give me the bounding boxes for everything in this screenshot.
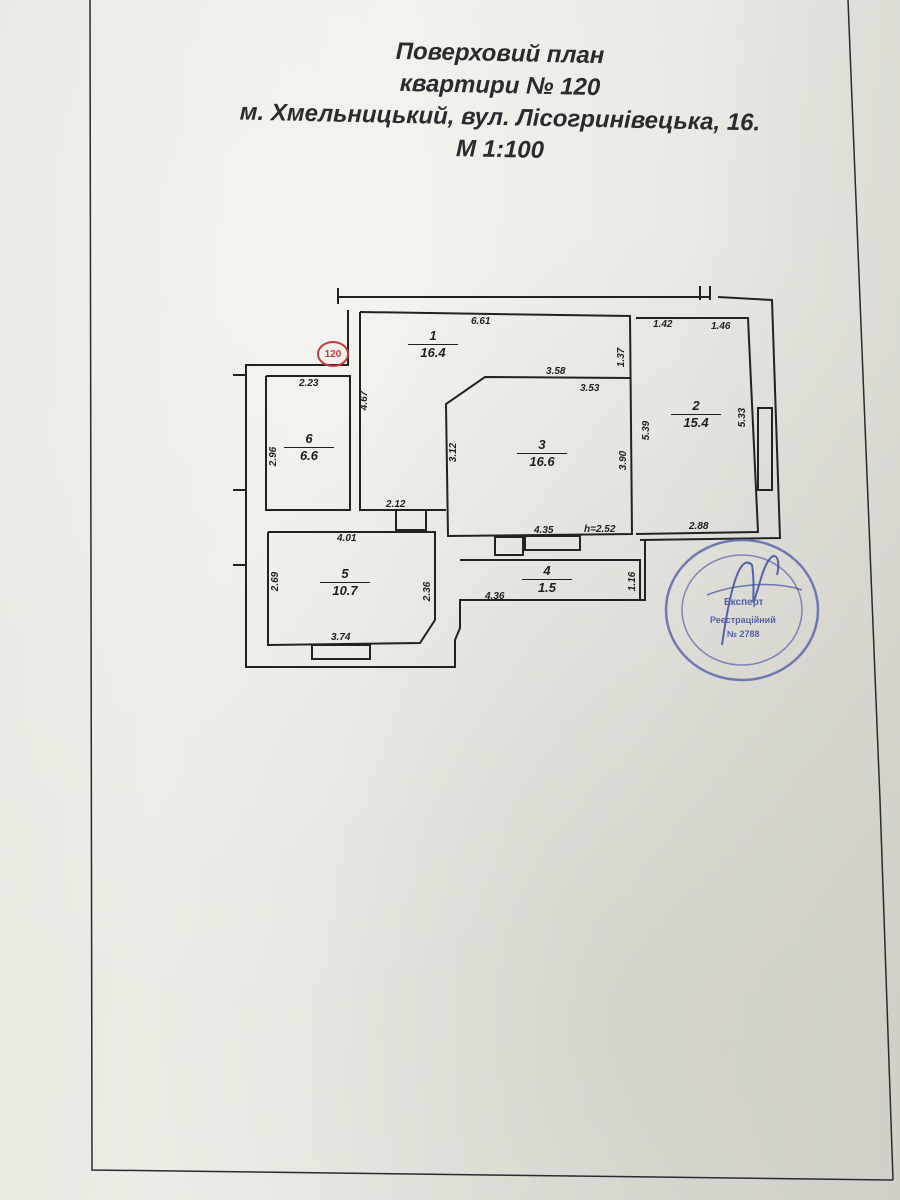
room-1-area: 16.4 bbox=[408, 344, 458, 360]
room-4-number: 4 bbox=[543, 563, 551, 578]
room-5-number: 5 bbox=[341, 566, 349, 581]
dim-2-23: 2.23 bbox=[299, 378, 319, 389]
dim-4-67: 4.67 bbox=[359, 390, 371, 411]
room-1-number: 1 bbox=[429, 328, 437, 343]
dim-1-46: 1.46 bbox=[711, 321, 731, 332]
dim-4-01: 4.01 bbox=[337, 533, 357, 544]
stamp-seal-graphic bbox=[664, 538, 820, 682]
dim-3-74: 3.74 bbox=[331, 632, 351, 643]
dim-ceiling-height: h=2.52 bbox=[584, 524, 616, 535]
room-3-area: 16.6 bbox=[517, 453, 567, 469]
dim-2-69: 2.69 bbox=[270, 571, 282, 592]
dim-2-88: 2.88 bbox=[689, 521, 709, 532]
room-5-area: 10.7 bbox=[320, 582, 370, 598]
stamp-registration-label: Реєстраційний bbox=[710, 615, 776, 625]
apartment-number-badge: 120 bbox=[317, 341, 349, 367]
dim-2-96: 2.96 bbox=[268, 446, 280, 467]
dim-2-12: 2.12 bbox=[386, 499, 406, 510]
dim-1-37: 1.37 bbox=[616, 347, 628, 368]
stamp-number-label: № 2788 bbox=[727, 629, 760, 639]
stamp-expert-label: Експерт bbox=[724, 597, 764, 608]
dim-1-16: 1.16 bbox=[627, 571, 639, 592]
room-3-number: 3 bbox=[538, 437, 546, 452]
room-2-area: 15.4 bbox=[671, 414, 721, 430]
room-2-number: 2 bbox=[692, 398, 700, 413]
dim-3-58: 3.58 bbox=[546, 366, 566, 377]
dim-6-61: 6.61 bbox=[471, 316, 491, 327]
room-6-area: 6.6 bbox=[284, 447, 334, 463]
dim-3-12: 3.12 bbox=[448, 442, 460, 463]
dim-3-53: 3.53 bbox=[580, 383, 600, 394]
dim-4-36: 4.36 bbox=[485, 591, 505, 602]
room-4-area: 1.5 bbox=[522, 579, 572, 595]
dim-5-39: 5.39 bbox=[641, 420, 653, 441]
dim-2-36: 2.36 bbox=[422, 581, 434, 602]
room-6-number: 6 bbox=[305, 431, 313, 446]
dim-5-33: 5.33 bbox=[737, 407, 749, 428]
dim-1-42: 1.42 bbox=[653, 319, 673, 330]
dim-3-90: 3.90 bbox=[618, 450, 630, 471]
expert-stamp: Експерт Реєстраційний № 2788 bbox=[662, 535, 824, 685]
dim-4-35: 4.35 bbox=[534, 525, 554, 536]
